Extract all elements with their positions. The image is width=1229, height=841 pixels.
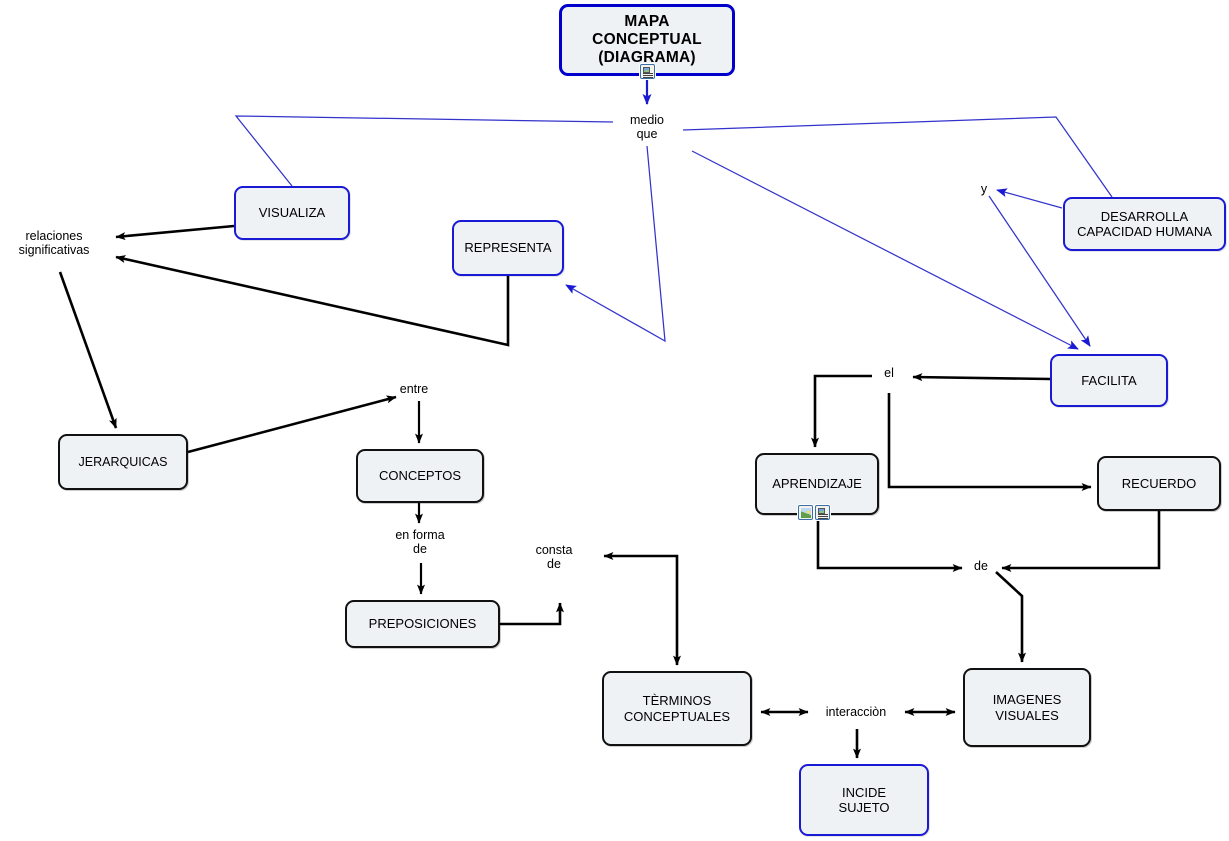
edge-preposiciones-to-consta-de — [500, 602, 564, 626]
node-label: INCIDE SUJETO — [838, 784, 890, 815]
edge-representa-to-relaciones — [115, 255, 510, 347]
node-visualiza[interactable]: VISUALIZA — [234, 186, 350, 240]
edge-medio-que-to-facilita — [691, 150, 1079, 350]
node-facilita[interactable]: FACILITA — [1050, 354, 1168, 407]
edge-jerarquicas-to-entre — [187, 395, 397, 454]
edge-recuerdo-to-de — [1001, 511, 1161, 572]
node-label: TÈRMINOS CONCEPTUALES — [623, 693, 731, 724]
node-label: JERARQUICAS — [78, 454, 168, 469]
aprendizaje-resource-icons — [798, 505, 830, 520]
image-icon[interactable] — [798, 505, 813, 520]
node-terminos-conceptuales[interactable]: TÈRMINOS CONCEPTUALES — [602, 671, 752, 746]
node-desarrolla-capacidad-humana[interactable]: DESARROLLA CAPACIDAD HUMANA — [1063, 197, 1226, 251]
edge-consta-de-to-terminos — [603, 552, 681, 666]
link-label-entre: entre — [399, 382, 429, 396]
node-aprendizaje[interactable]: APRENDIZAJE — [755, 453, 879, 515]
link-label-y: y — [980, 182, 988, 196]
node-jerarquicas[interactable]: JERARQUICAS — [58, 434, 188, 490]
node-conceptos[interactable]: CONCEPTOS — [356, 449, 484, 503]
node-representa[interactable]: REPRESENTA — [452, 220, 564, 276]
node-label: MAPA CONCEPTUAL (DIAGRAMA) — [592, 12, 702, 67]
link-label-en-forma-de: en forma de — [395, 528, 445, 557]
document-icon[interactable] — [815, 505, 830, 520]
node-preposiciones[interactable]: PREPOSICIONES — [345, 600, 500, 648]
edge-de-to-imagenes — [995, 571, 1026, 663]
link-label-consta-de: consta de — [535, 543, 573, 572]
node-imagenes-visuales[interactable]: IMAGENES VISUALES — [963, 668, 1091, 747]
node-label: PREPOSICIONES — [368, 616, 477, 632]
link-label-relaciones-significativas: relaciones significativas — [18, 229, 90, 258]
edge-el-to-aprendizaje — [811, 374, 872, 448]
node-label: VISUALIZA — [258, 205, 326, 221]
node-label: CONCEPTOS — [378, 468, 462, 484]
node-recuerdo[interactable]: RECUERDO — [1097, 456, 1221, 511]
node-label: RECUERDO — [1121, 475, 1197, 491]
node-label: FACILITA — [1081, 372, 1137, 388]
edge-aprendizaje-to-de — [816, 517, 963, 572]
edge-desarrolla-to-y — [996, 188, 1063, 209]
link-label-interaccion: interacciòn — [825, 705, 887, 719]
node-label: DESARROLLA CAPACIDAD HUMANA — [1077, 208, 1212, 239]
edge-medio-que-to-representa — [565, 145, 666, 343]
edge-el-to-recuerdo — [887, 393, 1092, 491]
root-resource-icons — [640, 64, 655, 79]
node-label: APRENDIZAJE — [772, 476, 862, 492]
edge-facilita-to-el — [912, 373, 1051, 382]
node-label: REPRESENTA — [464, 240, 552, 256]
document-icon[interactable] — [640, 64, 655, 79]
link-label-el: el — [884, 366, 894, 380]
node-label: IMAGENES VISUALES — [992, 692, 1062, 723]
link-label-de: de — [974, 559, 988, 573]
edge-visualiza-to-relaciones — [115, 224, 235, 241]
edge-medio-que-to-desarrolla — [682, 116, 1113, 198]
node-incide-sujeto[interactable]: INCIDE SUJETO — [799, 764, 929, 836]
edge-medio-que-to-visualiza — [234, 115, 614, 187]
edge-relaciones-to-jerarquicas — [58, 271, 118, 429]
link-label-medio-que: medio que — [629, 113, 665, 142]
